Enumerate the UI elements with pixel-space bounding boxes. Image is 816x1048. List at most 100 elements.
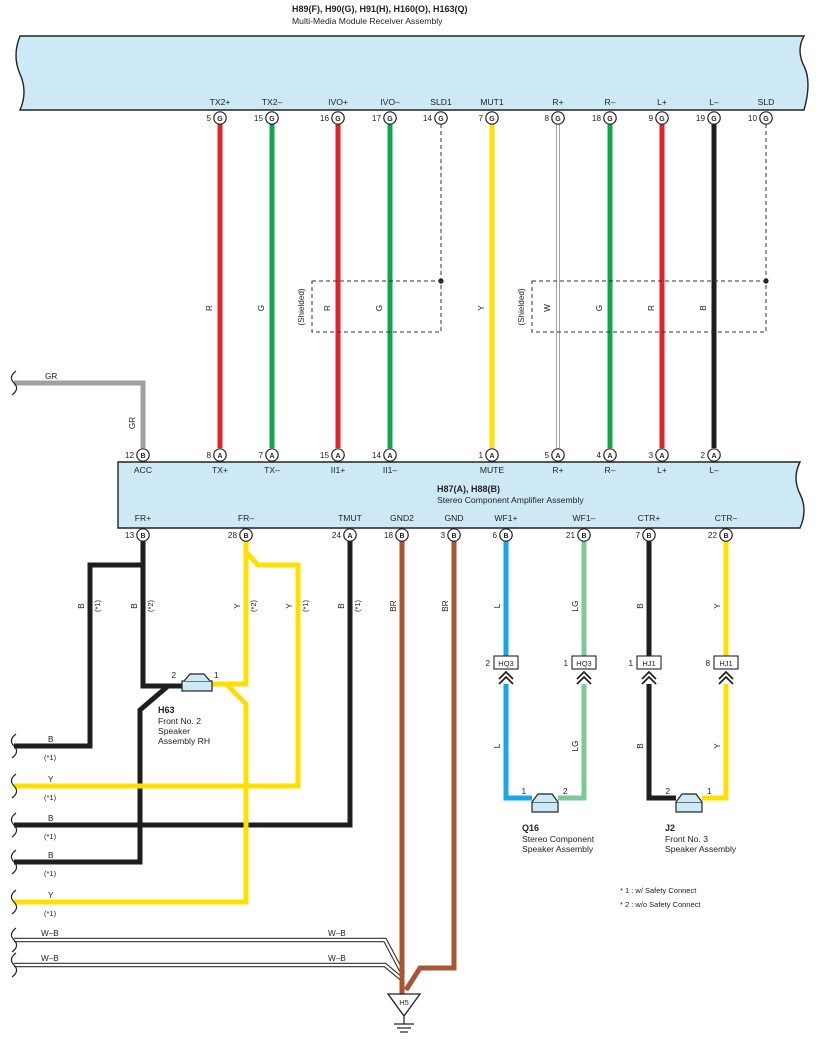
wire-break-marks xyxy=(10,733,18,978)
left-wire-note: (*1) xyxy=(44,869,57,878)
pin-connector-circle xyxy=(603,448,617,462)
wire-break-mark xyxy=(10,812,18,838)
speaker-name: Stereo Component xyxy=(522,834,595,844)
left-wire-color: B xyxy=(48,735,54,744)
receiver-pin-labels: TX2+ TX2– IVO+ IVO– SLD1 MUT1 R+ R– L+ L… xyxy=(210,97,775,107)
connector-chevron xyxy=(576,670,592,685)
pin-connector-circle xyxy=(213,111,227,125)
amp-pin-label: FR– xyxy=(238,513,254,523)
wire-frpos-3 xyxy=(14,683,182,865)
amp-pin-number: 4 xyxy=(596,451,601,460)
wire-label: R xyxy=(647,305,656,311)
speaker-pin: 2 xyxy=(563,787,568,796)
amp-pin-number: 14 xyxy=(372,451,382,460)
pin-connector-letter: A xyxy=(387,453,392,460)
wire-wb-2-outline xyxy=(14,962,405,982)
speaker-id: H63 xyxy=(158,705,175,715)
amp-pin-number: 28 xyxy=(228,531,238,540)
pin-connector-letter: G xyxy=(489,116,495,123)
amp-pin-label: II1– xyxy=(383,465,398,475)
left-wire-labels: B (*1) Y (*1) B (*1) B (*1) Y (*1) W–B W… xyxy=(41,735,346,963)
shield-label: (Shielded) xyxy=(297,288,306,326)
wb-label: W–B xyxy=(328,954,346,963)
pin-connector-letter: B xyxy=(399,533,404,540)
wire-tmut xyxy=(14,541,353,828)
pin-connector-circle xyxy=(383,448,397,462)
connector-hj1-right xyxy=(713,655,739,670)
receiver-pin-label: L+ xyxy=(657,97,667,107)
amp-pin-label: L– xyxy=(709,465,719,475)
receiver-pin-label: SLD1 xyxy=(430,97,452,107)
wire-acc-gr xyxy=(14,380,146,448)
amp-pin-label: TX– xyxy=(264,465,280,475)
note-1: * 1 : w/ Safety Connect xyxy=(620,886,697,895)
amp-pin-label: MUTE xyxy=(480,465,505,475)
pin-connector-circle xyxy=(551,448,565,462)
amp-pin-label: ACC xyxy=(134,465,152,475)
receiver-pin-number: 19 xyxy=(696,114,706,123)
left-wire-color: B xyxy=(48,814,54,823)
wb-label: W–B xyxy=(41,929,59,938)
receiver-title: H89(F), H90(G), H91(H), H160(O), H163(Q) xyxy=(292,4,468,14)
receiver-pin-number: 5 xyxy=(206,114,211,123)
receiver-pin-label: IVO+ xyxy=(328,97,348,107)
pin-connector-circle xyxy=(499,528,513,542)
wire-gnd xyxy=(403,541,457,992)
wire-label: Y xyxy=(233,603,242,609)
speaker-name: Speaker xyxy=(158,726,190,736)
connector-name: HJ1 xyxy=(719,659,732,668)
wire-label: B xyxy=(699,305,708,311)
pin-connector-circle xyxy=(434,111,448,125)
connector-chevron xyxy=(498,670,514,685)
receiver-pin-number: 14 xyxy=(423,114,433,123)
pin-connector-letter: G xyxy=(607,116,613,123)
wire-break-gr xyxy=(10,370,18,396)
wire-label: (*2) xyxy=(249,599,258,612)
speaker-cone xyxy=(183,673,211,682)
pin-connector-letter: A xyxy=(335,453,340,460)
receiver-pin-label: R+ xyxy=(552,97,563,107)
connector-hq3-left xyxy=(493,655,519,670)
receiver-pin-label: SLD xyxy=(758,97,775,107)
connector-name: HJ1 xyxy=(642,659,655,668)
speaker-q16: 1 2 Q16 Stereo Component Speaker Assembl… xyxy=(521,787,594,854)
amp-top-pin-numbers: 12 8 7 15 14 1 5 4 3 2 xyxy=(125,451,706,460)
wire-break-mark xyxy=(10,927,18,953)
amp-pin-number: 12 xyxy=(125,451,135,460)
pin-connector-letter: G xyxy=(659,116,665,123)
pin-connector-circle xyxy=(603,111,617,125)
amp-pin-label: WF1+ xyxy=(494,513,517,523)
speaker-j2: 2 1 J2 Front No. 3 Speaker Assembly xyxy=(665,787,737,854)
left-wire-color: B xyxy=(48,851,54,860)
pin-connector-circle xyxy=(239,528,253,542)
shield-label: (Shielded) xyxy=(517,288,526,326)
pin-connector-letter: B xyxy=(646,533,651,540)
amp-pin-number: 15 xyxy=(320,451,330,460)
pin-connector-letter: B xyxy=(581,533,586,540)
receiver-pin-number: 16 xyxy=(320,114,330,123)
pin-connector-letter: A xyxy=(347,533,352,540)
pin-connector-circle xyxy=(136,528,150,542)
wire-label: GR xyxy=(45,372,57,381)
wire-label: Y xyxy=(285,603,294,609)
pin-connector-circle xyxy=(395,528,409,542)
amp-pin-label: GND2 xyxy=(390,513,414,523)
speaker-pin: 2 xyxy=(171,671,176,680)
wire-label: Y xyxy=(713,603,722,609)
pin-connector-circle xyxy=(551,111,565,125)
connector-hj1-left xyxy=(636,655,662,670)
pin-connector-circle xyxy=(707,111,721,125)
pin-connector-circle xyxy=(719,528,733,542)
wire-label: L xyxy=(493,603,502,608)
wire-label: Y xyxy=(713,743,722,749)
wire-break-mark xyxy=(10,889,18,915)
amp-pin-number: 8 xyxy=(206,451,211,460)
amp-pin-number: 13 xyxy=(125,531,135,540)
amplifier-subtitle: Stereo Component Amplifier Assembly xyxy=(437,495,584,505)
pin-connector-letter: G xyxy=(387,116,393,123)
speaker-name: Front No. 2 xyxy=(158,716,201,726)
receiver-panel xyxy=(15,35,809,111)
wire-wb-1 xyxy=(14,938,404,975)
pin-connector-circle xyxy=(383,111,397,125)
